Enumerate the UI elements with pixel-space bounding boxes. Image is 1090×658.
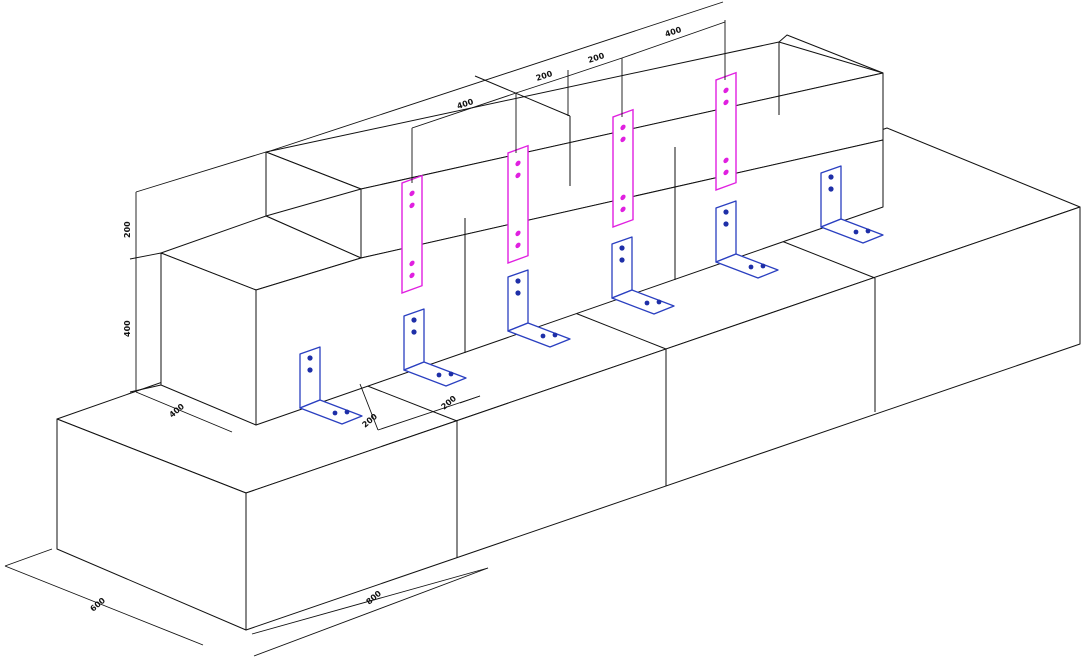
angle-bracket-5	[715, 200, 779, 279]
dim-top-gap-right: 200	[587, 51, 606, 65]
angle-bracket-3	[507, 269, 571, 348]
base-top-joint-1	[364, 384, 458, 422]
connector-plate-3	[612, 108, 634, 228]
dim-base-length: 800	[365, 589, 384, 607]
dim-top-span-right: 400	[664, 25, 683, 39]
dim-base-depth: 600	[89, 596, 108, 614]
mid-top-line	[265, 188, 362, 217]
dim-top-gap-left: 200	[535, 69, 554, 83]
angle-brackets	[299, 165, 884, 425]
angle-bracket-6	[820, 165, 884, 244]
top-row-rear-top	[778, 34, 884, 74]
angle-bracket-4	[611, 236, 675, 315]
connector-plates	[401, 71, 737, 294]
dim-height-lower: 400	[123, 320, 132, 337]
base-top-joint-2	[569, 310, 667, 350]
connector-plate-4	[715, 71, 737, 191]
connector-plate-1	[401, 174, 423, 294]
angle-bracket-2	[403, 308, 467, 387]
connector-plate-2	[507, 144, 529, 264]
top-row-joint-1	[474, 75, 571, 117]
base-end-face	[56, 418, 247, 631]
dim-height-upper: 200	[123, 221, 132, 238]
dimension-lines	[4, 1, 726, 657]
base-top-joint-3	[778, 239, 876, 279]
angle-bracket-1	[299, 346, 363, 425]
